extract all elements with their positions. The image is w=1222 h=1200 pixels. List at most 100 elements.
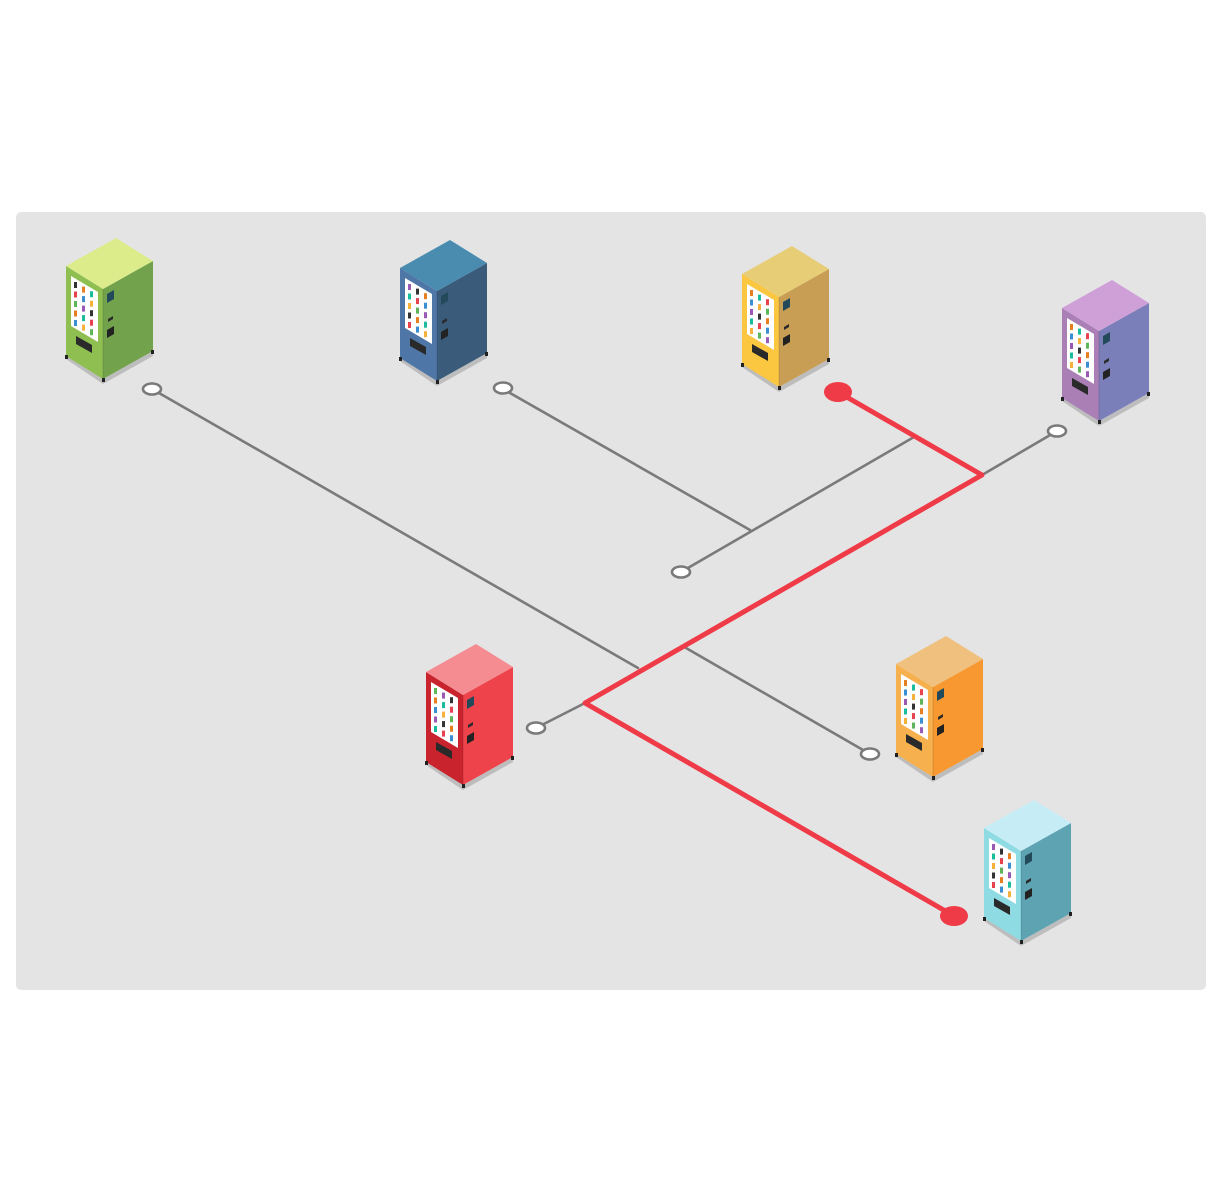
wire-blue[interactable] xyxy=(501,387,752,532)
node-blue[interactable] xyxy=(492,381,514,395)
route-start-dot[interactable] xyxy=(824,382,852,402)
product-icon xyxy=(82,315,85,322)
vending-machine-yellow[interactable] xyxy=(741,246,830,392)
vending-machine-blue[interactable] xyxy=(399,240,488,386)
product-icon xyxy=(750,318,753,325)
product-icon xyxy=(750,309,753,315)
product-icon xyxy=(904,680,907,686)
coin-slot xyxy=(442,318,447,324)
dispense-slot xyxy=(410,338,426,355)
node-red[interactable] xyxy=(525,721,547,735)
control-screen xyxy=(441,292,448,305)
product-icon xyxy=(90,300,93,307)
machine-products xyxy=(750,290,769,344)
vending-machine-orange[interactable] xyxy=(895,636,984,782)
product-icon xyxy=(416,326,419,333)
machine-foot xyxy=(983,917,986,921)
product-icon xyxy=(758,304,761,311)
machine-shadow xyxy=(400,353,487,386)
product-icon xyxy=(416,307,419,314)
product-icon xyxy=(424,312,427,319)
product-icon xyxy=(904,708,907,715)
machine-shadow xyxy=(1062,393,1149,426)
product-icon xyxy=(766,327,769,334)
product-icon xyxy=(1008,891,1011,898)
node-green[interactable] xyxy=(141,382,163,396)
keypad xyxy=(783,334,790,346)
product-icon xyxy=(1008,872,1011,879)
machine-foot xyxy=(511,756,514,760)
wire-network xyxy=(150,387,1059,756)
product-icon xyxy=(416,317,419,324)
route-end-dot[interactable] xyxy=(940,906,968,926)
machine-shadow xyxy=(984,913,1071,946)
node-orange[interactable] xyxy=(859,747,881,761)
control-screen xyxy=(467,696,474,709)
product-icon xyxy=(1070,352,1073,359)
machine-foot xyxy=(485,352,488,356)
product-icon xyxy=(434,716,437,723)
node-purple[interactable] xyxy=(1046,424,1068,438)
vending-machine-cyan[interactable] xyxy=(983,800,1072,946)
node-center[interactable] xyxy=(670,565,692,579)
machine-foot xyxy=(895,753,898,757)
product-icon xyxy=(1000,848,1003,855)
vending-machine-red[interactable] xyxy=(425,644,514,790)
dispense-slot xyxy=(1072,378,1088,395)
product-icon xyxy=(424,321,427,328)
vending-machines xyxy=(65,238,1150,946)
product-icon xyxy=(82,324,85,331)
product-icon xyxy=(1000,858,1003,865)
machine-side-face xyxy=(463,667,513,785)
product-icon xyxy=(920,727,923,734)
machine-foot xyxy=(827,358,830,362)
product-icon xyxy=(920,708,923,715)
wire-hub-left[interactable] xyxy=(679,435,916,574)
product-icon xyxy=(434,697,437,704)
product-icon xyxy=(1078,347,1081,354)
vending-machine-purple[interactable] xyxy=(1061,280,1150,426)
product-icon xyxy=(766,299,769,306)
keypad xyxy=(467,732,474,744)
product-icon xyxy=(1008,853,1011,860)
product-icon xyxy=(912,722,915,729)
wire-green-cont[interactable] xyxy=(684,646,872,756)
product-icon xyxy=(992,844,995,850)
product-icon xyxy=(1086,352,1089,359)
product-icon xyxy=(1000,877,1003,884)
product-icon xyxy=(766,308,769,315)
control-screen xyxy=(937,688,944,701)
machine-top-face xyxy=(426,644,513,695)
machine-foot xyxy=(1061,397,1064,401)
product-icon xyxy=(758,332,761,339)
machine-side-face xyxy=(103,261,153,379)
product-icon xyxy=(434,688,437,694)
product-icon xyxy=(408,303,411,309)
product-icon xyxy=(992,863,995,869)
product-icon xyxy=(750,328,753,334)
product-icon xyxy=(424,331,427,338)
machine-products xyxy=(904,680,923,734)
coin-slot xyxy=(1104,358,1109,364)
product-icon xyxy=(1086,333,1089,340)
product-icon xyxy=(450,697,453,704)
machine-foot xyxy=(778,386,781,390)
wire-purple[interactable] xyxy=(980,429,1059,477)
vending-machine-green[interactable] xyxy=(65,238,154,384)
machine-top-face xyxy=(984,800,1071,851)
product-icon xyxy=(408,293,411,300)
wire-green[interactable] xyxy=(150,387,640,670)
dispense-slot xyxy=(994,898,1010,915)
product-icon xyxy=(74,301,77,307)
machine-foot xyxy=(1069,912,1072,916)
product-icon xyxy=(74,282,77,288)
product-icon xyxy=(434,726,437,732)
coin-slot xyxy=(468,722,473,728)
product-icon xyxy=(442,730,445,737)
keypad xyxy=(937,724,944,736)
product-icon xyxy=(912,713,915,720)
machine-products xyxy=(992,844,1011,898)
product-icon xyxy=(90,319,93,326)
product-icon xyxy=(82,305,85,312)
